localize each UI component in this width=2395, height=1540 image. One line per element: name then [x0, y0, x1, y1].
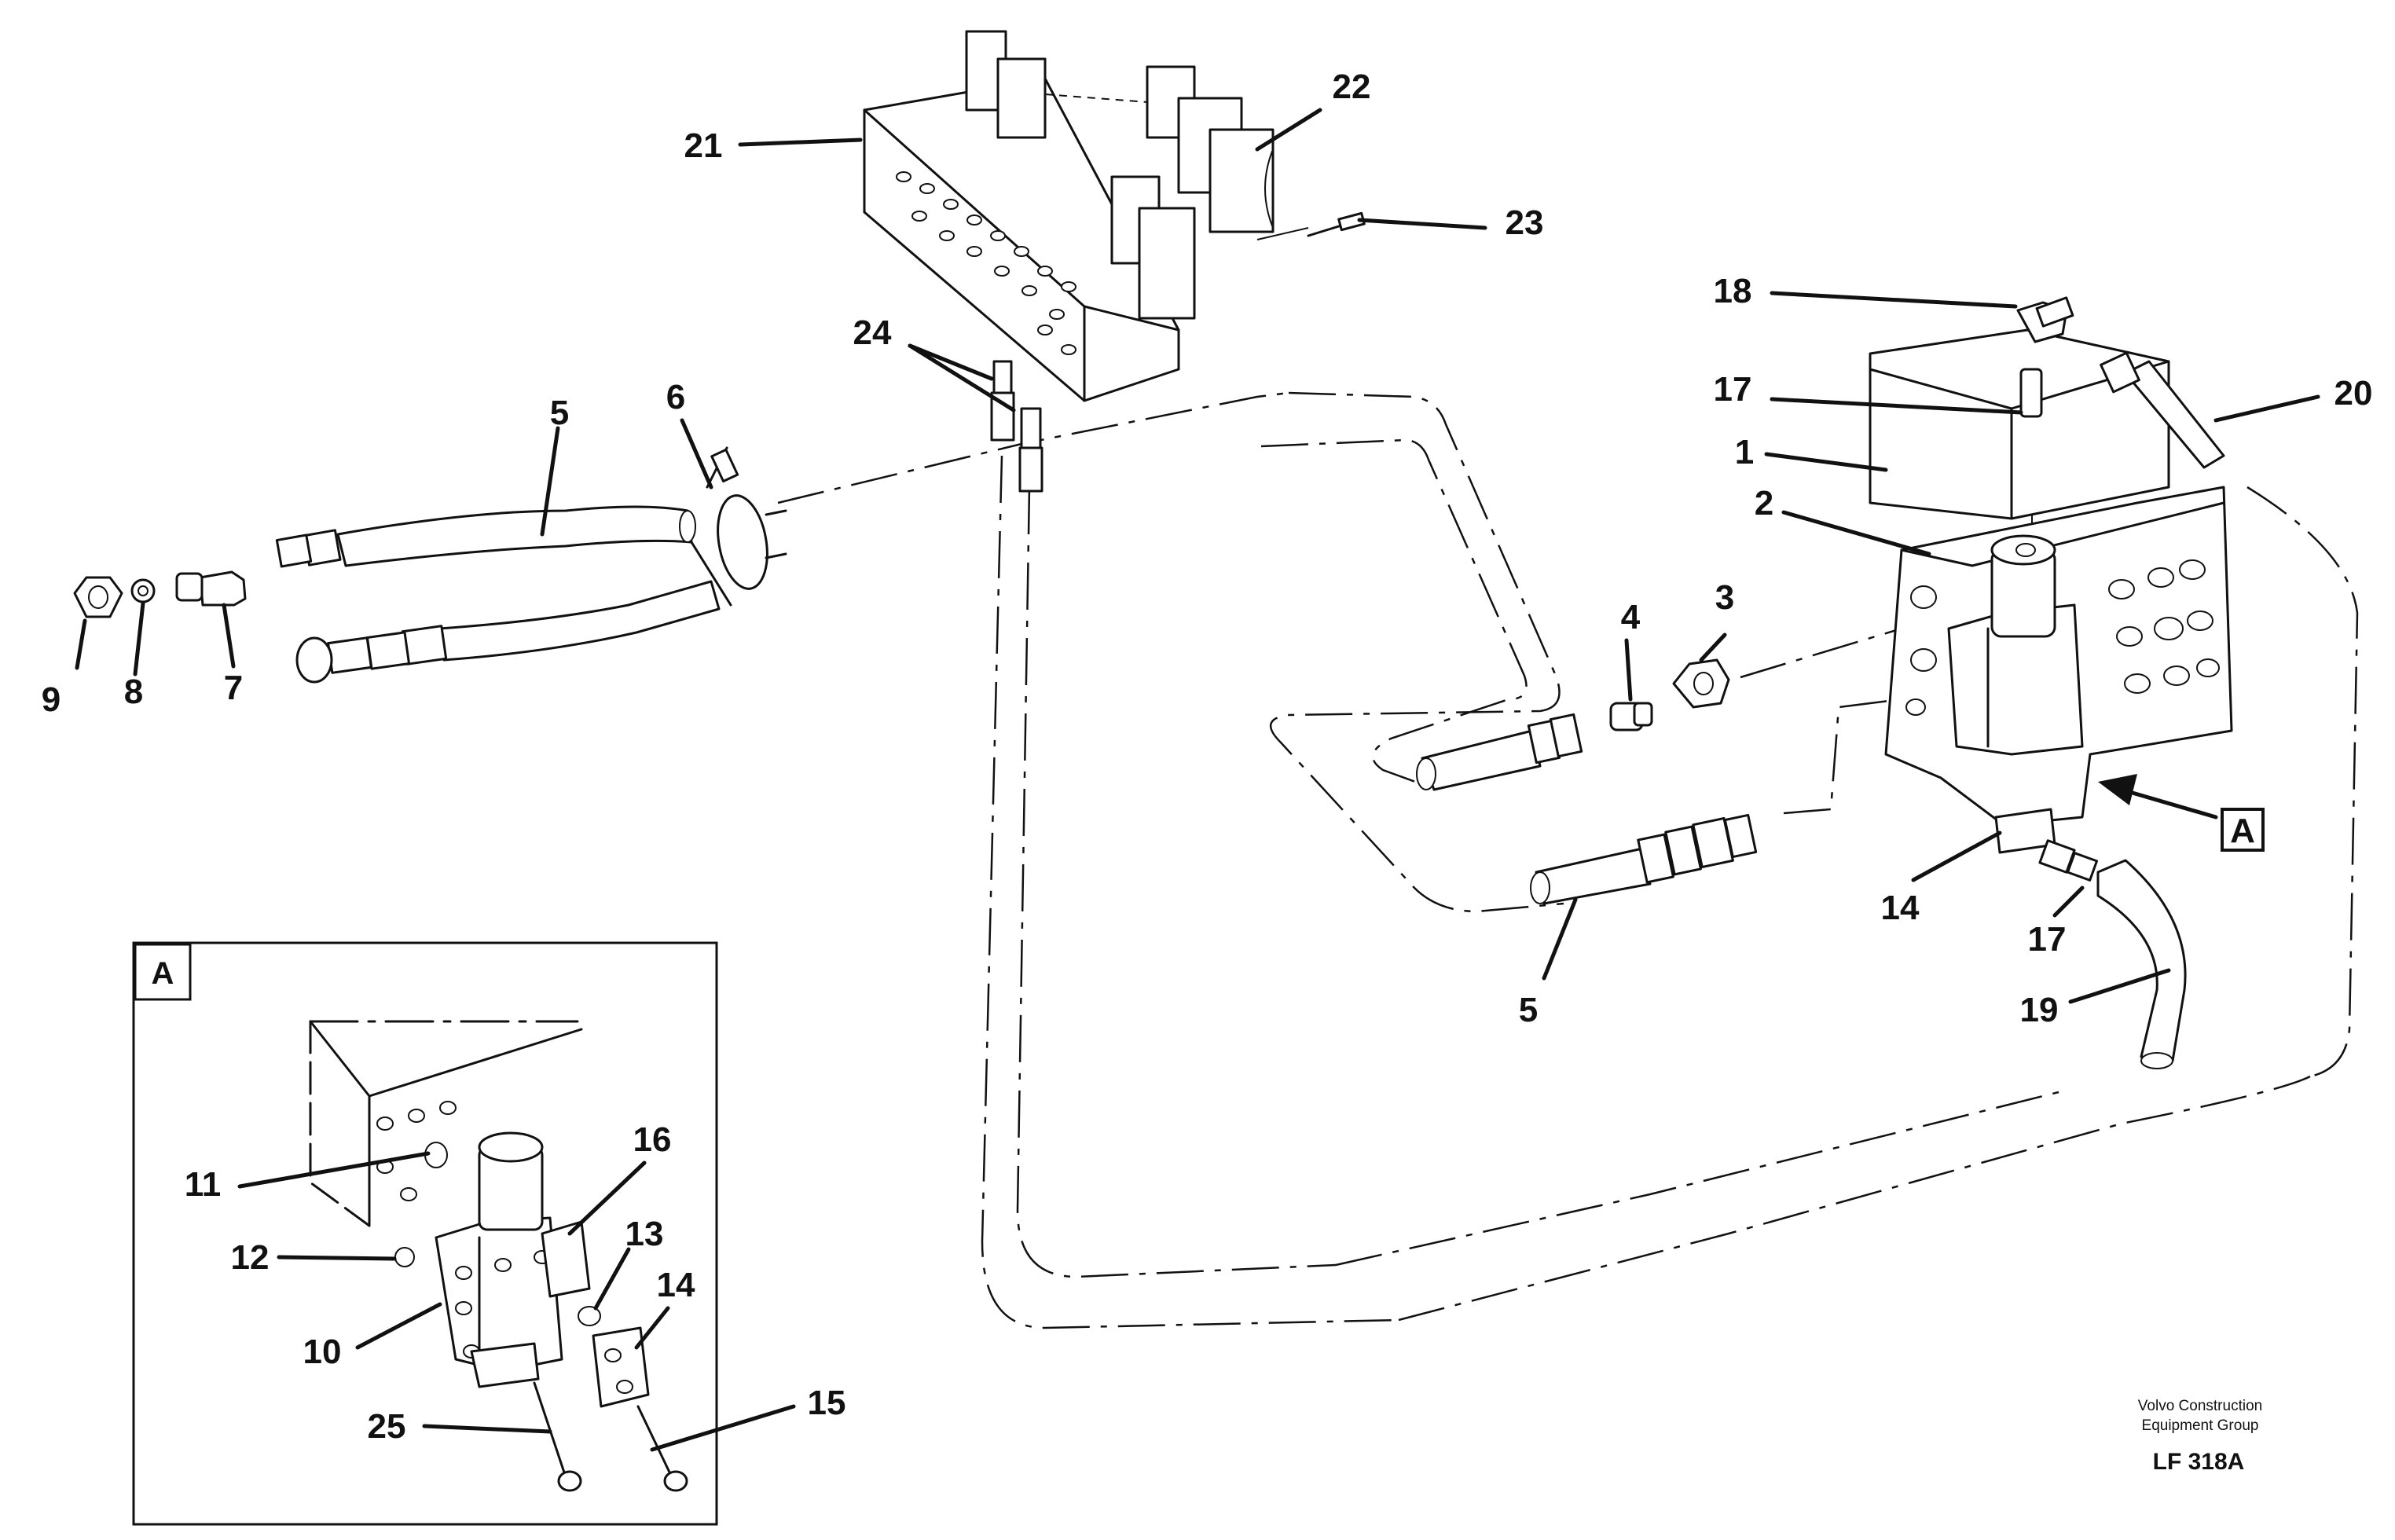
junction-box-holes: [896, 171, 1076, 355]
part-label-5-left: 5: [550, 394, 569, 432]
part-label-6: 6: [666, 378, 685, 416]
part-label-16: 16: [633, 1120, 672, 1159]
hose-20: [2100, 351, 2225, 469]
plugs-24: [990, 360, 1043, 493]
part-label-20: 20: [2334, 374, 2373, 412]
part-label-11: 11: [185, 1165, 222, 1204]
fittings-17-18: [2016, 296, 2074, 418]
part-label-10: 10: [303, 1333, 342, 1371]
company-name-line1: Volvo Construction: [2138, 1398, 2262, 1414]
part-labels: 21 22 23 24 5 6 9 8 7 18 17 1 2 4 3 20 1…: [42, 68, 2373, 1029]
part-label-25: 25: [368, 1407, 406, 1446]
relay-blocks-22: [965, 30, 1275, 320]
part-label-13: 13: [625, 1215, 664, 1253]
inset-valve-body: [309, 1020, 688, 1492]
company-name-line2: Equipment Group: [2142, 1417, 2259, 1434]
part-label-18: 18: [1714, 272, 1752, 310]
inset-title: A: [152, 956, 174, 991]
part-label-2: 2: [1755, 484, 1773, 522]
hoses-left: [73, 446, 787, 684]
part-label-17-lower: 17: [2028, 920, 2067, 959]
part-label-14: 14: [1881, 889, 1920, 927]
part-label-24: 24: [853, 314, 892, 352]
inset-view-a: A: [132, 941, 846, 1526]
drawing-code: LF 318A: [2153, 1449, 2245, 1475]
part-label-14-inset: 14: [657, 1266, 695, 1304]
part-label-8: 8: [124, 673, 143, 711]
pin-23: [1307, 211, 1366, 237]
view-arrow-a: A: [2098, 774, 2265, 852]
hose-19: [2038, 839, 2187, 1069]
part-label-17-top: 17: [1714, 370, 1752, 409]
part-label-3: 3: [1715, 578, 1734, 617]
part-label-15: 15: [808, 1384, 846, 1422]
hose-routing-lines: [777, 227, 2359, 1329]
junction-box-21: [863, 77, 1180, 402]
valve-ports: [1905, 559, 2220, 716]
part-label-22: 22: [1333, 68, 1371, 106]
part-label-9: 9: [42, 680, 61, 719]
part-label-7: 7: [224, 669, 243, 707]
leader-lines: [75, 108, 2320, 1004]
part-label-1: 1: [1735, 433, 1754, 471]
part-label-19: 19: [2020, 991, 2059, 1029]
control-valve-assembly: [1869, 328, 2233, 854]
part-label-5-right: 5: [1519, 991, 1538, 1029]
part-label-21: 21: [684, 126, 723, 165]
drawing-footer: Volvo Construction Equipment Group LF 31…: [2138, 1398, 2262, 1475]
hoses-right-5: [1416, 713, 1758, 905]
part-label-12: 12: [231, 1238, 270, 1277]
view-marker-label: A: [2230, 812, 2255, 850]
part-label-4: 4: [1621, 598, 1641, 636]
part-label-23: 23: [1506, 204, 1544, 242]
fittings-3-4: [1609, 658, 1730, 732]
